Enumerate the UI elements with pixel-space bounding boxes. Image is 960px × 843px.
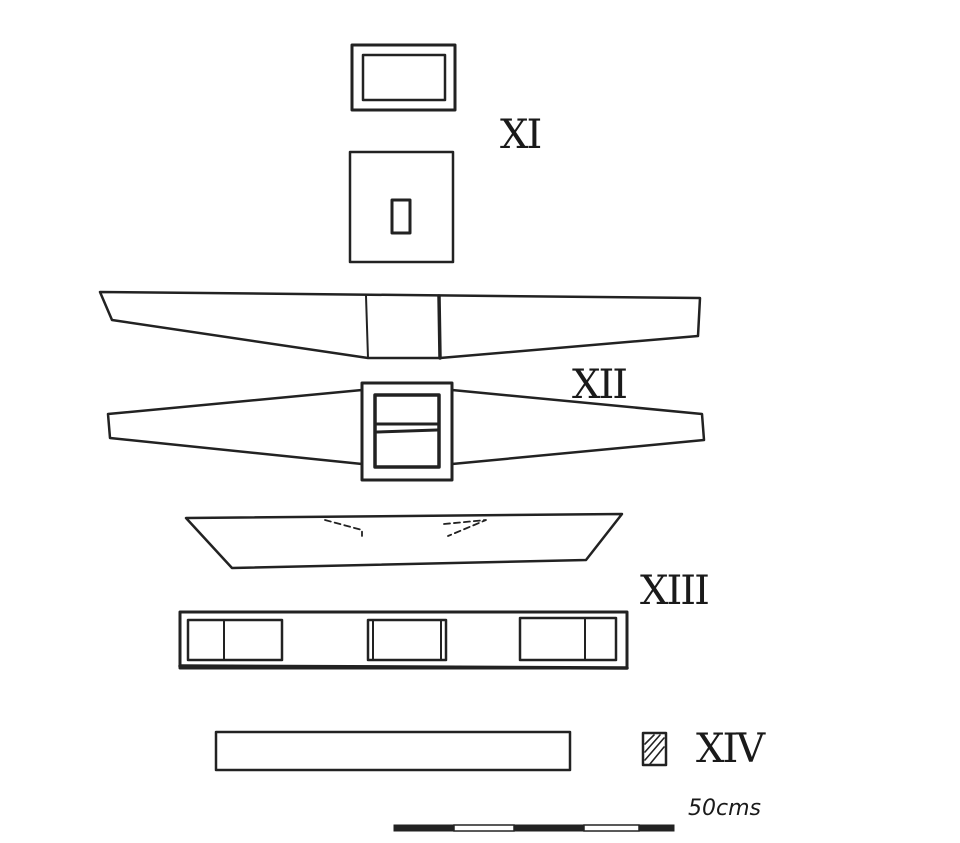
figure-xiii-label: XIII — [640, 568, 708, 614]
scale-bar-label: 50cms — [688, 796, 761, 821]
figure-xi: XI — [348, 43, 542, 264]
figure-xii-top-view — [98, 290, 702, 360]
figure-xi-top-view — [350, 43, 457, 112]
figure-xii-label: XII — [572, 362, 626, 408]
figure-xii: XII — [98, 290, 706, 482]
figure-xiv-section — [641, 731, 668, 767]
figure-xi-front-view — [348, 150, 455, 264]
figure-xiv-long-view — [214, 730, 572, 772]
scale-bar: 50cms — [393, 796, 761, 832]
figure-xii-front-view — [106, 381, 706, 482]
figure-xiii: XIII — [178, 512, 710, 670]
figure-xi-label: XI — [500, 112, 540, 158]
figure-xiv-label: XIV — [696, 726, 766, 772]
figure-xiii-top-view — [184, 512, 624, 570]
figure-xiii-front-view — [178, 610, 629, 670]
figure-xiv: XIV — [214, 726, 768, 772]
